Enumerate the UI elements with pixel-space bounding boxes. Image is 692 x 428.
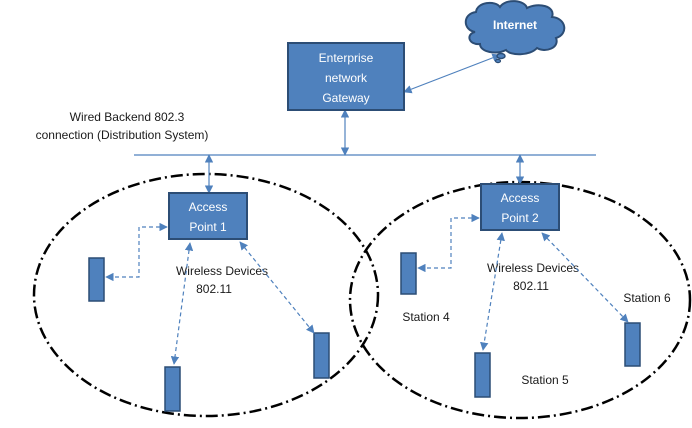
gateway-label-line1: Enterprise bbox=[319, 51, 374, 65]
wireless-link-ap2-station5 bbox=[480, 232, 505, 351]
gateway-label-line3: Gateway bbox=[322, 91, 369, 105]
cloud-icon bbox=[464, 0, 566, 64]
wireless-link-ap2-station6 bbox=[541, 232, 629, 323]
internet-label: Internet bbox=[493, 18, 537, 32]
station-device-3 bbox=[313, 332, 330, 379]
station-5-label: Station 5 bbox=[521, 373, 569, 387]
station-4-label: Station 4 bbox=[402, 310, 450, 324]
ap1-label-line2: Point 1 bbox=[189, 220, 227, 234]
access-point-2-box bbox=[480, 183, 560, 231]
station-device-5 bbox=[474, 352, 491, 398]
ap1-devices-label-line1: Wireless Devices bbox=[176, 264, 268, 278]
access-point-1-box bbox=[168, 192, 248, 240]
ap2-label-line2: Point 2 bbox=[501, 211, 539, 225]
ap2-label-line1: Access bbox=[501, 191, 540, 205]
station-device-2 bbox=[164, 366, 181, 412]
backbone-label-line2: connection (Distribution System) bbox=[36, 128, 209, 142]
gateway-label-line2: network bbox=[325, 71, 368, 85]
wireless-link-ap1-station2 bbox=[170, 242, 194, 365]
ap1-label-line1: Access bbox=[189, 200, 228, 214]
station-6-label: Station 6 bbox=[623, 291, 671, 305]
station-device-6 bbox=[624, 322, 641, 367]
backbone-label-line1: Wired Backend 802.3 bbox=[70, 110, 185, 124]
station-device-4 bbox=[400, 252, 417, 295]
gateway-box bbox=[287, 42, 405, 111]
wireless-link-ap2-station4 bbox=[417, 213, 480, 273]
bss-cell-ap1 bbox=[32, 172, 380, 418]
ap2-devices-label-line1: Wireless Devices bbox=[487, 261, 579, 275]
ap2-devices-label-line2: 802.11 bbox=[513, 279, 549, 293]
ap1-devices-label-line2: 802.11 bbox=[196, 282, 232, 296]
gateway-internet-link bbox=[403, 53, 501, 94]
wireless-link-ap1-station1 bbox=[105, 222, 168, 282]
station-device-1 bbox=[88, 257, 105, 302]
wireless-link-ap1-station3 bbox=[239, 241, 315, 334]
